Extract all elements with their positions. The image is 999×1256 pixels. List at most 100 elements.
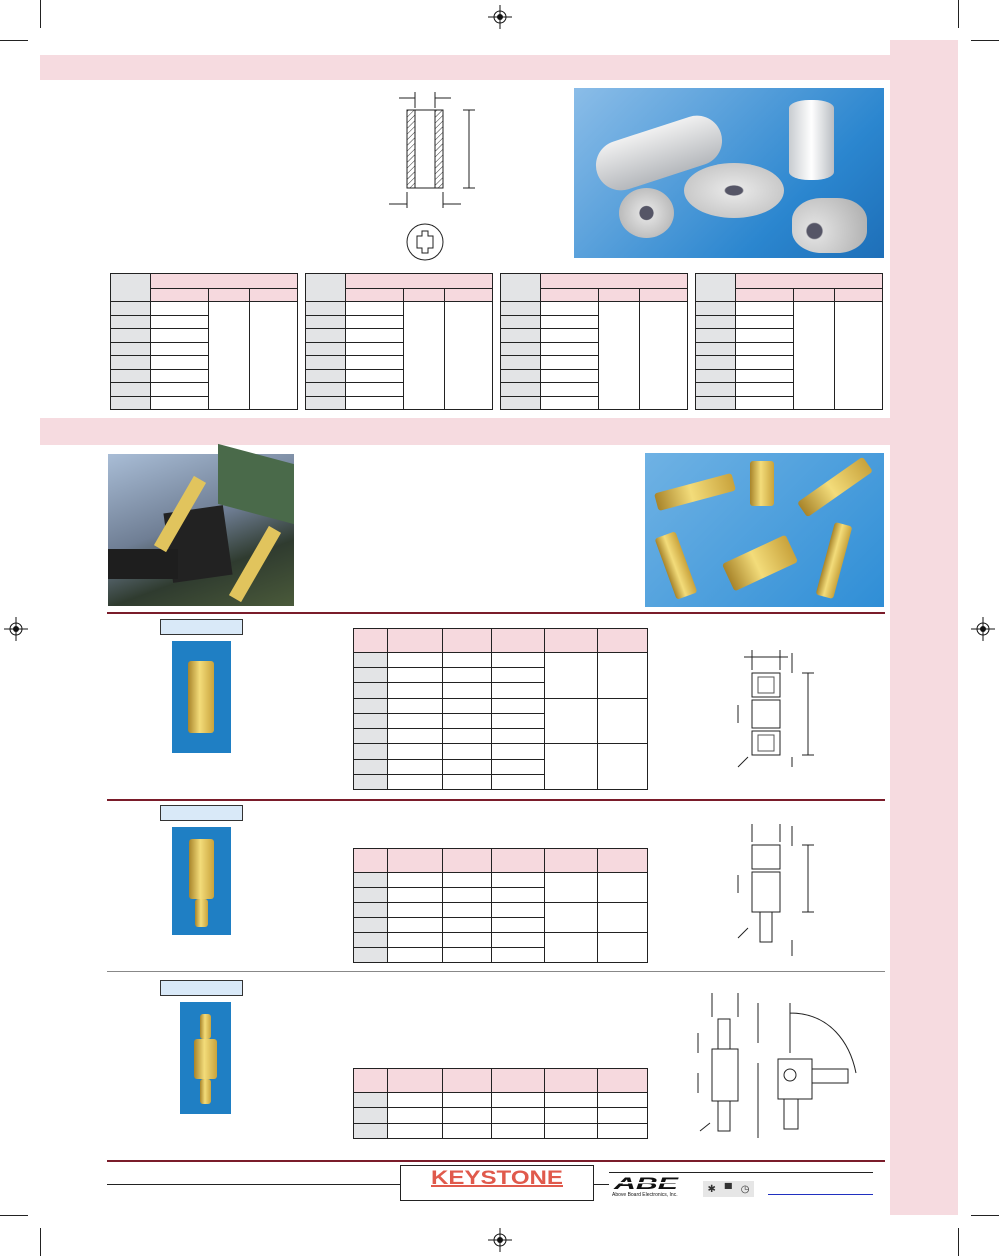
table-cell: [695, 382, 736, 397]
section-header-band: [40, 418, 890, 445]
table-cell: [442, 872, 492, 888]
product-image-male-male: [180, 1002, 231, 1114]
table-cell: [150, 273, 298, 289]
table-cell: [208, 301, 250, 410]
table-cell: [695, 301, 736, 316]
table-cell: [150, 355, 209, 370]
table-cell: [442, 932, 492, 948]
table-cell: [150, 368, 209, 383]
table-cell: [305, 273, 346, 302]
table-cell: [353, 697, 388, 714]
table-cell: [387, 887, 443, 903]
table-cell: [735, 328, 794, 343]
divider: [107, 612, 885, 614]
svg-text:KEYSTONE: KEYSTONE: [431, 1168, 563, 1188]
table-cell: [353, 902, 388, 918]
svg-text:Above Board Electronics, Inc.: Above Board Electronics, Inc.: [612, 1192, 678, 1198]
table-cell: [387, 697, 443, 714]
table-cell: [442, 697, 492, 714]
table-cell: [491, 743, 545, 760]
table-cell: [491, 932, 545, 948]
table-cell: [735, 301, 794, 316]
spec-table: [500, 273, 688, 410]
table-cell: [544, 902, 598, 933]
table-cell: [695, 314, 736, 329]
table-cell: [387, 1122, 443, 1140]
table-cell: [491, 1091, 545, 1109]
table-cell: [387, 682, 443, 699]
table-cell: [110, 355, 151, 370]
table-cell: [544, 697, 598, 745]
clock-icon[interactable]: ◷: [740, 1183, 750, 1195]
cart-icon[interactable]: ▀: [724, 1183, 732, 1195]
table-cell: [793, 301, 835, 410]
side-tab: [890, 40, 958, 1215]
part-label-box: [160, 619, 243, 635]
table-cell: [540, 341, 599, 356]
table-cell: [735, 314, 794, 329]
gear-icon[interactable]: ✱: [707, 1183, 716, 1195]
table-cell: [403, 301, 445, 410]
table-cell: [305, 301, 346, 316]
table-cell: [353, 728, 388, 745]
table-cell: [500, 368, 541, 383]
table-cell: [597, 628, 648, 653]
crop-mark: [40, 0, 41, 28]
table-cell: [500, 395, 541, 410]
table-cell: [597, 1122, 648, 1140]
table-cell: [834, 301, 883, 410]
table-cell: [353, 758, 388, 775]
table-cell: [597, 1068, 648, 1093]
table-cell: [500, 273, 541, 302]
table-cell: [442, 667, 492, 684]
table-cell: [735, 355, 794, 370]
table-cell: [387, 917, 443, 933]
table-cell: [540, 288, 599, 302]
table-cell: [442, 1107, 492, 1124]
table-cell: [353, 1068, 388, 1093]
table-cell: [353, 932, 388, 948]
table-cell: [695, 341, 736, 356]
table-cell: [353, 1091, 388, 1109]
male-female-drawing: [737, 824, 814, 956]
swivel-spacers-photo: [645, 453, 884, 607]
table-cell: [491, 667, 545, 684]
table-cell: [442, 728, 492, 745]
table-cell: [442, 1068, 492, 1093]
table-cell: [249, 301, 298, 410]
table-cell: [500, 382, 541, 397]
table-cell: [353, 773, 388, 791]
table-cell: [353, 917, 388, 933]
part-label-box: [160, 980, 243, 996]
table-cell: [491, 773, 545, 791]
table-cell: [387, 728, 443, 745]
table-cell: [597, 872, 648, 903]
footer-rule: [107, 1184, 400, 1185]
footer-rule: [609, 1172, 873, 1173]
table-cell: [834, 288, 883, 302]
table-cell: [345, 355, 404, 370]
crop-mark: [958, 0, 959, 28]
spacers-photo: [574, 88, 884, 258]
table-cell: [150, 341, 209, 356]
table-cell: [491, 758, 545, 775]
table-cell: [353, 848, 388, 873]
table-cell: [491, 682, 545, 699]
table-cell: [305, 395, 346, 410]
table-cell: [544, 932, 598, 963]
link-underline[interactable]: [768, 1194, 873, 1195]
table-cell: [387, 1107, 443, 1124]
spec-table: [695, 273, 883, 410]
table-cell: [491, 887, 545, 903]
table-cell: [639, 301, 688, 410]
table-cell: [491, 1122, 545, 1140]
table-cell: [491, 917, 545, 933]
spec-table: [353, 848, 648, 963]
table-cell: [353, 887, 388, 903]
table-cell: [597, 697, 648, 745]
table-cell: [305, 328, 346, 343]
table-cell: [110, 328, 151, 343]
table-cell: [387, 628, 443, 653]
table-cell: [110, 301, 151, 316]
registration-mark-icon: [971, 617, 995, 641]
